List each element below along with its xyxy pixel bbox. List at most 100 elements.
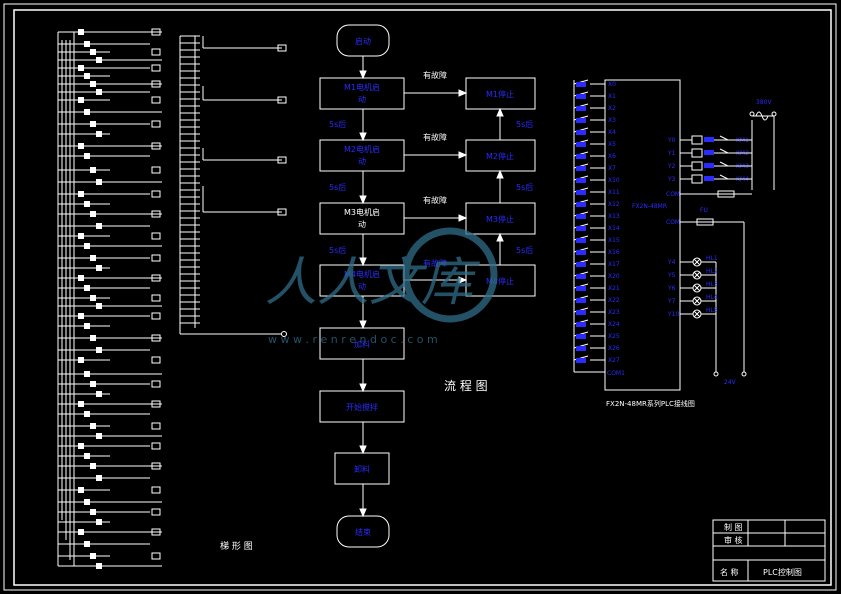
ladder-contact [84, 323, 90, 329]
flow-box-m2-line2: 动 [358, 156, 366, 166]
ladder-contact [96, 131, 102, 137]
ladder-contact [90, 121, 96, 127]
ladder-contact [78, 401, 84, 407]
fuse-2 [696, 218, 714, 226]
input-switch-label [576, 358, 586, 363]
flow-arrow-head [458, 89, 468, 97]
hl-label: HL2 [706, 268, 718, 275]
terminal [741, 371, 747, 377]
delay-label-right-3: 5s后 [516, 245, 533, 255]
ladder-contact [84, 499, 90, 505]
ladder-contact [84, 411, 90, 417]
ladder-contact [78, 275, 84, 281]
delay-label-right-2: 5s后 [516, 182, 533, 192]
ladder-coil [151, 334, 161, 342]
flow-arrow-head [359, 70, 367, 80]
ladder-contact [90, 295, 96, 301]
ladder-contact [84, 73, 90, 79]
delay-label-left-1: 5s后 [329, 119, 346, 129]
plc-input-label: X25 [608, 333, 620, 340]
ladder-coil [277, 208, 287, 216]
lamp-cross [693, 310, 701, 318]
plc-body [604, 79, 681, 391]
ladder-contact [90, 81, 96, 87]
ladder-coil [151, 508, 161, 516]
flow-box-m4-stop-label: M4停止 [486, 276, 514, 286]
plc-output-label: Y4 [667, 259, 676, 266]
input-switch-label [576, 118, 586, 123]
lamp-cross [693, 297, 701, 305]
ladder-contact [96, 433, 102, 439]
ladder-contact [78, 191, 84, 197]
ladder-coil [151, 142, 161, 150]
flow-end-label: 结束 [355, 527, 371, 537]
plc-input-label: X14 [608, 225, 620, 232]
plc-input-label: X27 [608, 357, 620, 364]
flow-arrow-head [458, 151, 468, 159]
input-switch-label [576, 334, 586, 339]
relay-coil [691, 161, 703, 171]
input-switch-label [576, 202, 586, 207]
hl-label: HL5 [706, 307, 718, 314]
plc-input-label: X13 [608, 213, 620, 220]
plc-caption: FX2N-48MR系列PLC接线图 [606, 399, 695, 408]
plc-input-label: X22 [608, 297, 620, 304]
flow-box-m2-stop-label: M2停止 [486, 151, 514, 161]
input-switch-label [576, 142, 586, 147]
plc-input-label: X15 [608, 237, 620, 244]
watermark-brand: 人人文库 [265, 253, 481, 313]
flow-box-feed [319, 327, 405, 360]
fault-label-3: 有故障 [423, 195, 447, 205]
ladder-contact [84, 109, 90, 115]
ladder-contact [96, 519, 102, 525]
flow-arrow-head [359, 132, 367, 142]
plc-input-label: X0 [608, 81, 616, 88]
input-switch-label [576, 94, 586, 99]
ladder-coil [151, 48, 161, 56]
flowchart-title: 流 程 图 [444, 378, 488, 393]
ladder-contact [96, 303, 102, 309]
plc-input-label: X21 [608, 285, 620, 292]
ladder-contact [96, 89, 102, 95]
input-switch-label [576, 82, 586, 87]
hl-label: HL3 [706, 281, 718, 288]
ladder-coil [151, 120, 161, 128]
fault-label-2: 有故障 [423, 132, 447, 142]
input-switch-label [576, 250, 586, 255]
flow-arrow-head [359, 508, 367, 518]
plc-output-label: Y3 [667, 176, 676, 183]
ladder-contact [96, 391, 102, 397]
terminal [749, 111, 755, 117]
input-switch-label [576, 286, 586, 291]
flow-arrow-head [359, 383, 367, 393]
plc-input-com: COM1 [607, 370, 625, 377]
ladder-contact [78, 65, 84, 71]
ladder-contact [90, 423, 96, 429]
ladder-coil [277, 156, 287, 164]
flow-box-feed-label: 加料 [354, 339, 370, 349]
plc-input-label: X5 [608, 141, 616, 148]
ladder-contact [90, 381, 96, 387]
title-block-name-label: 名 称 [720, 567, 739, 577]
ladder-coil [151, 400, 161, 408]
ladder-contact [96, 347, 102, 353]
input-switch-label [576, 154, 586, 159]
ladder-coil [151, 64, 161, 72]
input-switch-label [576, 262, 586, 267]
ladder-coil [151, 190, 161, 198]
flow-box-discharge-label: 卸料 [354, 464, 370, 474]
input-switch-label [576, 190, 586, 195]
ladder-coil [151, 294, 161, 302]
ladder-contact [78, 97, 84, 103]
ladder-contact [84, 41, 90, 47]
ladder-contact [90, 255, 96, 261]
supply-380v-label: 380V [756, 99, 772, 106]
ladder-contact [90, 167, 96, 173]
fault-label-4: 有故障 [423, 258, 447, 268]
ladder-coil [151, 380, 161, 388]
ladder-contact [84, 541, 90, 547]
ladder-contact [84, 371, 90, 377]
ladder-coil [277, 96, 287, 104]
ladder-diagram-main [57, 28, 162, 569]
ladder-contact [96, 179, 102, 185]
